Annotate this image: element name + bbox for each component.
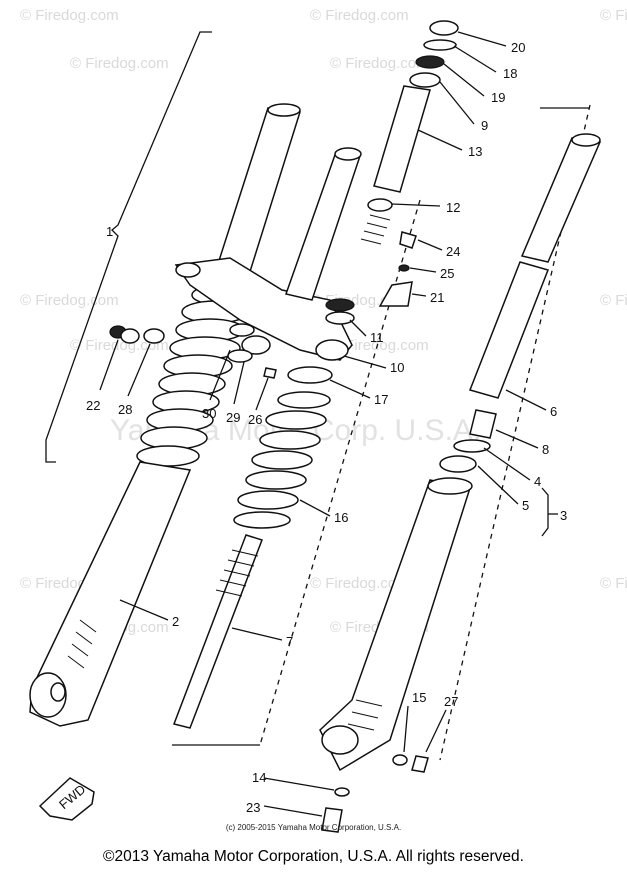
right-fork-assembly [319, 133, 602, 833]
watermark-site: © Firedog.com [70, 337, 169, 354]
callout-19: 19 [491, 90, 505, 105]
callout-14: 14 [252, 770, 266, 785]
watermark-site: © Firedog.com [330, 337, 429, 354]
callout-5: 5 [522, 498, 529, 513]
watermark-site: © Firedog.com [310, 575, 409, 592]
watermark-site: © Firedog.com [70, 55, 169, 72]
watermark-site: © Firedog.com [600, 575, 627, 592]
diagram-copyright-small: (c) 2005-2015 Yamaha Motor Corporation, … [225, 823, 402, 832]
callout-30: 30 [202, 406, 216, 421]
callout-17: 17 [374, 392, 388, 407]
callout-8: 8 [542, 442, 549, 457]
triple-clamp [174, 147, 362, 361]
callout-1: 1 [106, 224, 113, 239]
callout-29: 29 [226, 410, 240, 425]
watermark-site: © Firedog.com [20, 292, 119, 309]
bracket-3 [541, 487, 549, 537]
small-parts-left [109, 323, 277, 379]
callout-12: 12 [446, 200, 460, 215]
callout-13: 13 [468, 144, 482, 159]
watermark-site: © Firedog.com [310, 7, 409, 24]
copyright-footer: ©2013 Yamaha Motor Corporation, U.S.A. A… [103, 848, 524, 865]
fwd-arrow-icon: FWD [38, 777, 95, 821]
callout-3: 3 [560, 508, 567, 523]
callout-23: 23 [246, 800, 260, 815]
watermark-site: © Firedog.com [20, 7, 119, 24]
callout-20: 20 [511, 40, 525, 55]
callout-2: 2 [172, 614, 179, 629]
watermark-site: © Firedog.com [600, 292, 627, 309]
callout-24: 24 [446, 244, 460, 259]
callout-4: 4 [534, 474, 541, 489]
watermark-site: © Firedog.com [600, 7, 627, 24]
callout-28: 28 [118, 402, 132, 417]
leader-lines [99, 31, 547, 817]
callout-15: 15 [412, 690, 426, 705]
callout-22: 22 [86, 398, 100, 413]
callout-18: 18 [503, 66, 517, 81]
callout-16: 16 [334, 510, 348, 525]
callout-labels: 20 18 19 9 13 12 24 25 21 11 10 17 16 7 … [86, 40, 567, 815]
callout-26: 26 [248, 412, 262, 427]
callout-25: 25 [440, 266, 454, 281]
callout-7: 7 [286, 634, 293, 649]
callout-6: 6 [550, 404, 557, 419]
callout-10: 10 [390, 360, 404, 375]
callout-21: 21 [430, 290, 444, 305]
watermark-site: © Firedog.com [330, 55, 429, 72]
middle-fork-assembly [172, 366, 333, 729]
callout-9: 9 [481, 118, 488, 133]
callout-27: 27 [444, 694, 458, 709]
bracket-1 [45, 31, 212, 463]
callout-11: 11 [370, 330, 384, 345]
top-parts-stack [360, 20, 459, 307]
